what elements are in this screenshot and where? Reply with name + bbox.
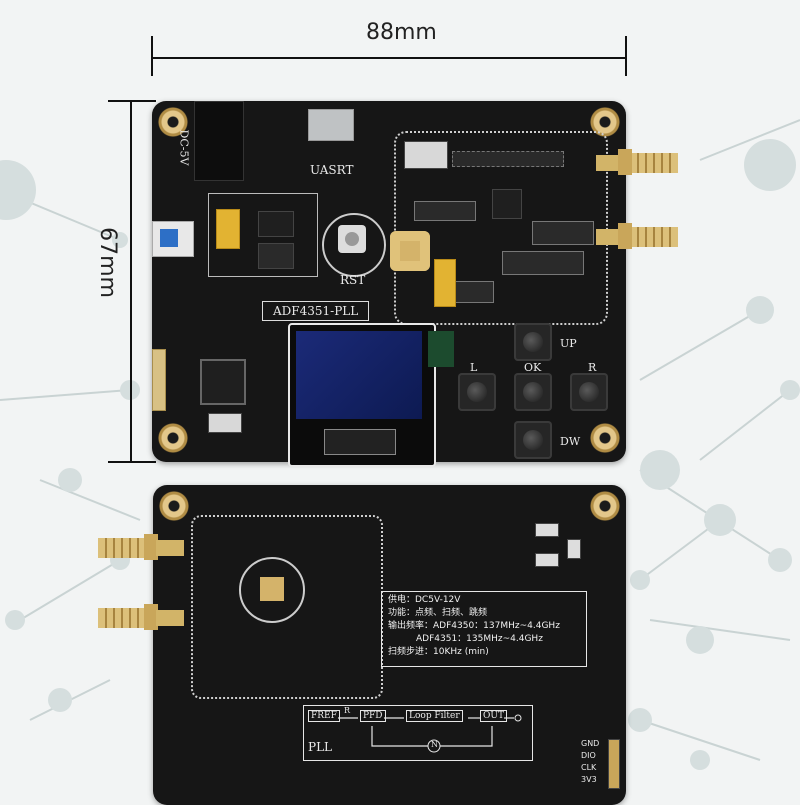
chip-pad-ring [239,557,305,623]
spec-line: 扫频步进：10KHz (min) [388,647,489,657]
up-button[interactable] [514,323,552,361]
rst-button[interactable] [338,225,366,253]
pll-diagram-arrows [338,714,522,753]
fref-block: FREF [308,710,340,722]
right-label: R [588,361,597,374]
shield-outline [191,515,383,699]
pfd-block: PFD [360,710,386,722]
dc-power-jack [194,101,244,181]
spec-line: ADF4351：135MHz~4.4GHz [416,634,543,644]
up-label: UP [560,337,577,350]
spec-line: 供电：DC5V-12V [388,595,461,605]
tantalum-capacitor [434,259,456,307]
module-label: ADF4351-PLL [262,301,370,321]
spec-line: 输出频率：ADF4350：137MHz~4.4GHz [388,621,560,631]
usb-connector [308,109,354,141]
oled-screen [296,331,422,419]
ok-label: OK [524,361,542,374]
front-pcb-board: DC-5V UASRT RST ADF4351-PLL [152,101,678,467]
crystal-oscillator [404,141,448,169]
header-pins [152,349,166,411]
power-section-frame [208,193,318,277]
pll-block-diagram: FREF R PFD Loop Filter OUT N PLL [303,705,533,761]
mount-hole [590,491,620,521]
left-button[interactable] [458,373,496,411]
sma-connector [596,223,678,249]
right-button[interactable] [570,373,608,411]
smd-component [502,251,584,275]
smd-component [535,523,559,537]
adf4351-chip [492,189,522,219]
sma-reference-input [390,231,430,271]
width-dimension-label: 88mm [366,20,437,45]
smd-component [532,221,594,245]
rst-button-ring [322,213,386,277]
rst-label: RST [340,273,366,287]
back-pcb-board: 供电：DC5V-12V 功能：点频、扫频、跳频 输出频率：ADF4350：137… [153,485,626,805]
inductor [258,243,294,269]
pin-label-gnd: GND [581,739,600,748]
mount-hole [159,491,189,521]
smd-component [414,201,476,221]
ok-button[interactable] [514,373,552,411]
pll-label: PLL [308,740,333,754]
chip-pad [260,577,284,601]
oled-display [288,323,436,467]
oled-tab [428,331,454,367]
sma-connector [596,149,678,175]
sma-connector [98,534,184,560]
spec-line: 功能：点频、扫频、跳频 [388,608,488,618]
microcontroller-chip [200,359,246,405]
loop-filter-block: Loop Filter [406,710,463,722]
height-dimension-label: 67mm [94,227,120,298]
pin-label-dio: DIO [581,751,596,760]
n-divider: N [431,740,438,749]
power-switch[interactable] [152,221,194,257]
down-button[interactable] [514,421,552,459]
pll-section-frame [394,131,608,325]
pin-label-3v3: 3V3 [581,775,597,784]
smd-component [567,539,581,559]
smd-component [452,151,564,167]
header-pads [608,739,620,789]
left-label: L [470,361,478,374]
spec-info-box: 供电：DC5V-12V 功能：点频、扫频、跳频 输出频率：ADF4350：137… [381,591,587,667]
mount-hole [158,423,188,453]
out-block: OUT [480,710,507,722]
mount-hole [590,423,620,453]
sma-connector [98,604,184,630]
rst-button-cap [345,232,359,246]
oled-flex-cable [324,429,396,455]
pin-label-clk: CLK [581,763,597,772]
dc-label: DC-5V [177,129,191,166]
usb-label: UASRT [310,163,354,177]
r-divider: R [344,706,351,715]
smd-component [535,553,559,567]
down-label: DW [560,435,581,448]
regulator-chip [258,211,294,237]
tantalum-capacitor [216,209,240,249]
switch-knob [160,229,178,247]
crystal [208,413,242,433]
mount-hole [158,107,188,137]
